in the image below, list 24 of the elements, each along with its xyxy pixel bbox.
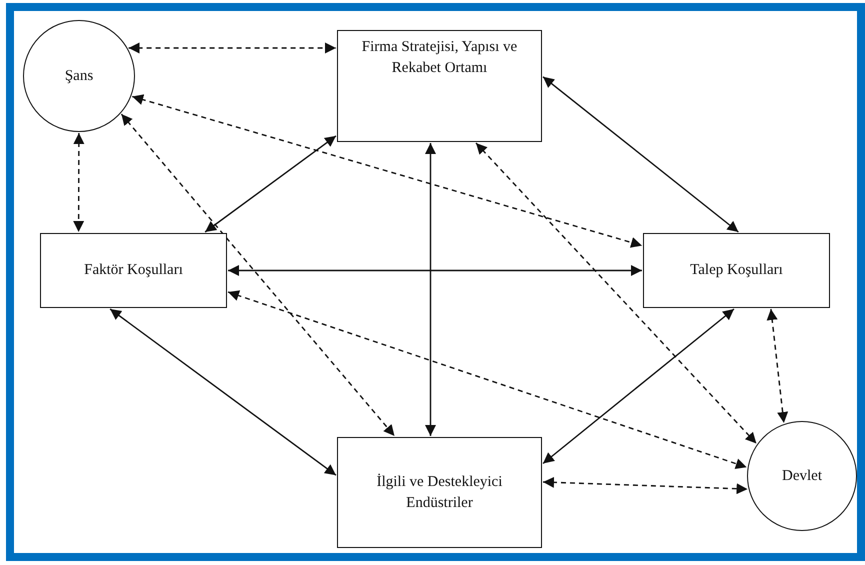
factor-box xyxy=(40,233,227,308)
double-arrow xyxy=(204,135,336,233)
double-arrow xyxy=(73,133,84,232)
double-arrow xyxy=(228,265,642,276)
double-arrow xyxy=(475,142,757,444)
node-label: Devlet xyxy=(781,466,823,486)
factor-box xyxy=(337,437,542,548)
double-arrow xyxy=(542,76,739,233)
node-label: Talep Koşulları xyxy=(689,261,784,280)
double-arrow xyxy=(120,114,396,436)
factor-box xyxy=(337,30,542,142)
node-label: Firma Stratejisi, Yapısı ve Rekabet Ortamı xyxy=(360,38,518,78)
node-label: İlgili ve Destekleyici Endüstriler xyxy=(376,472,504,512)
double-arrow xyxy=(132,94,642,248)
double-arrow xyxy=(425,143,436,436)
double-arrow xyxy=(110,308,336,476)
double-arrow xyxy=(228,290,747,469)
double-arrow xyxy=(542,308,734,464)
double-arrow xyxy=(542,476,748,494)
double-arrow xyxy=(766,308,788,424)
double-arrow xyxy=(128,42,336,54)
factor-box xyxy=(643,233,830,308)
node-label: Şans xyxy=(64,66,94,86)
node-label: Faktör Koşulları xyxy=(83,261,184,280)
